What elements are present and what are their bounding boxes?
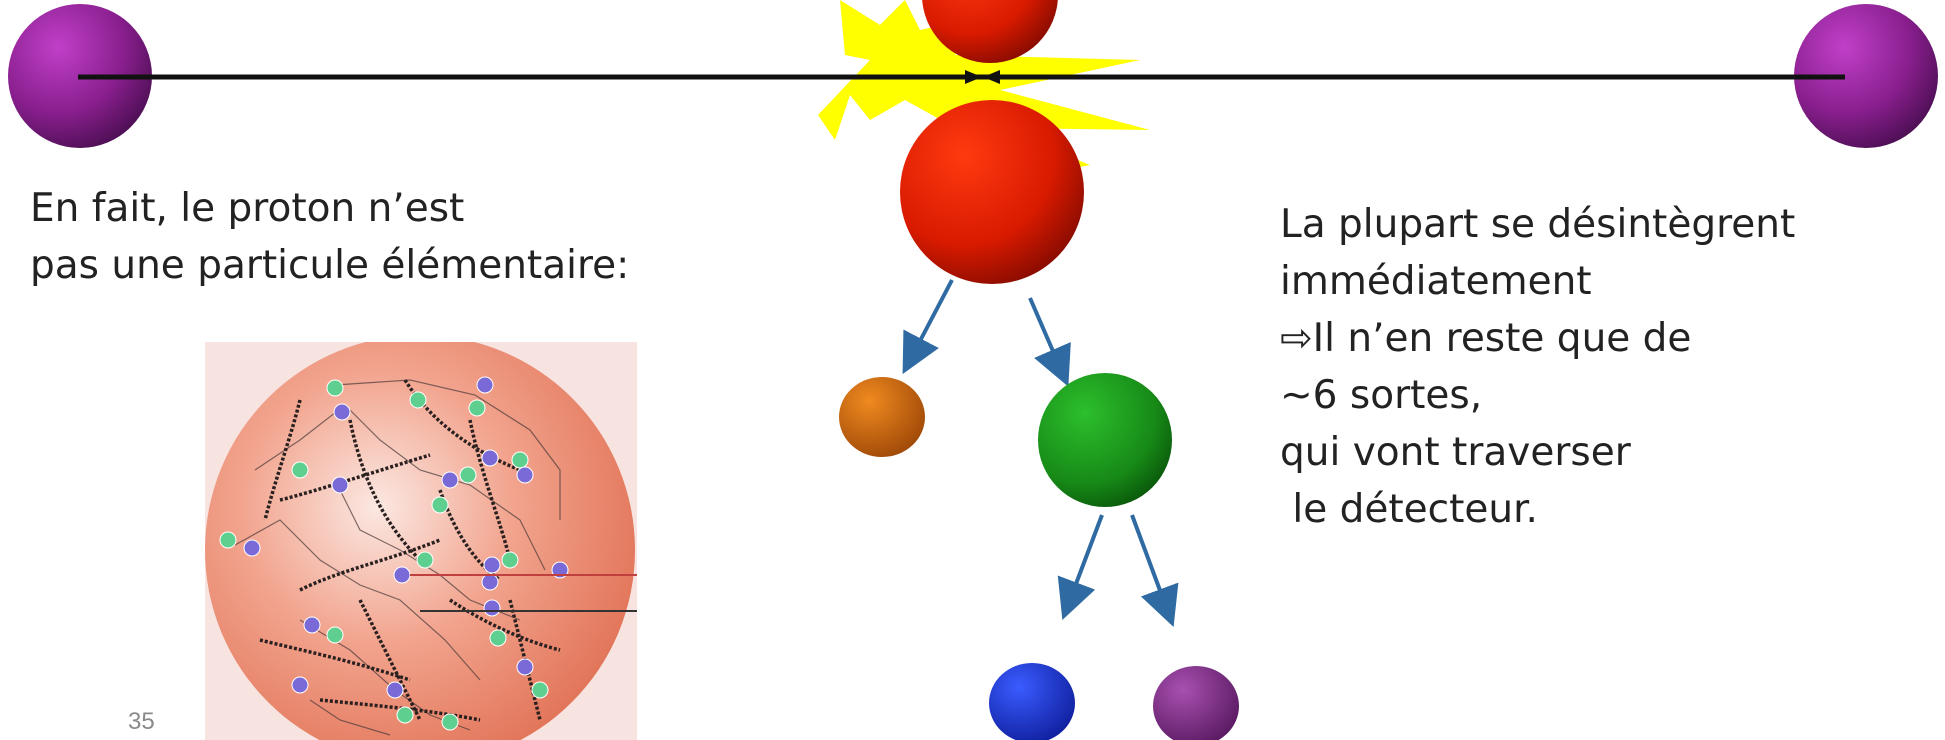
beam-arrow-right-icon xyxy=(983,70,1000,84)
text-line: ⇨Il n’en reste que de xyxy=(1280,316,1692,361)
proton-explanation-text: En fait, le proton n’est pas une particu… xyxy=(30,180,629,294)
decay-arrow-green-right xyxy=(1130,514,1179,628)
text-line: qui vont traverser xyxy=(1280,430,1631,475)
purple-particle xyxy=(1153,666,1239,740)
orange-particle xyxy=(839,377,925,457)
decay-arrow-left xyxy=(902,279,954,375)
red-particle xyxy=(900,100,1084,284)
proton-right xyxy=(1794,4,1938,148)
text-line: pas une particule élémentaire: xyxy=(30,243,630,288)
proton-structure-illustration xyxy=(205,342,637,740)
text-line: le détecteur. xyxy=(1280,487,1538,532)
decay-explanation-text: La plupart se désintègrent immédiatement… xyxy=(1280,196,1795,538)
beam-arrow-left-icon xyxy=(965,70,982,84)
text-line: La plupart se désintègrent xyxy=(1280,202,1796,247)
text-line: immédiatement xyxy=(1280,259,1592,304)
green-particle xyxy=(1038,373,1172,507)
text-line: ~6 sortes, xyxy=(1280,373,1483,418)
blue-particle xyxy=(989,663,1075,740)
slide-number: 35 xyxy=(128,708,155,735)
decay-arrow-right xyxy=(1028,297,1071,387)
decay-arrow-green-left xyxy=(1057,514,1104,620)
red-particle-top xyxy=(922,0,1058,63)
text-line: En fait, le proton n’est xyxy=(30,186,465,231)
